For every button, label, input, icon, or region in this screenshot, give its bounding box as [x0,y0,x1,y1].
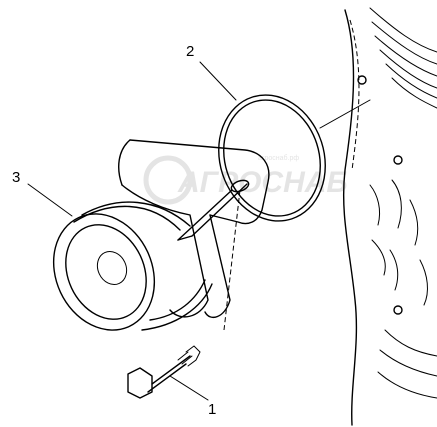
callout-housing: 3 [12,169,20,186]
callout-bolt: 1 [208,401,216,418]
thermostat-housing [52,139,270,331]
callout-o-ring: 2 [186,43,194,60]
svg-text:агроснаб.рф: агроснаб.рф [258,154,299,162]
leader-line-2 [199,61,237,101]
leader-line-1 [169,375,209,401]
bolt [127,345,201,399]
engine-mounting-face [342,7,437,426]
svg-text:АГРОСНАБ: АГРОСНАБ [177,166,348,199]
leader-line-3 [27,183,73,217]
leader-line-2b [319,99,371,129]
watermark-logo: АГРОСНАБ агроснаб.рф [143,154,348,205]
o-ring [218,94,326,222]
